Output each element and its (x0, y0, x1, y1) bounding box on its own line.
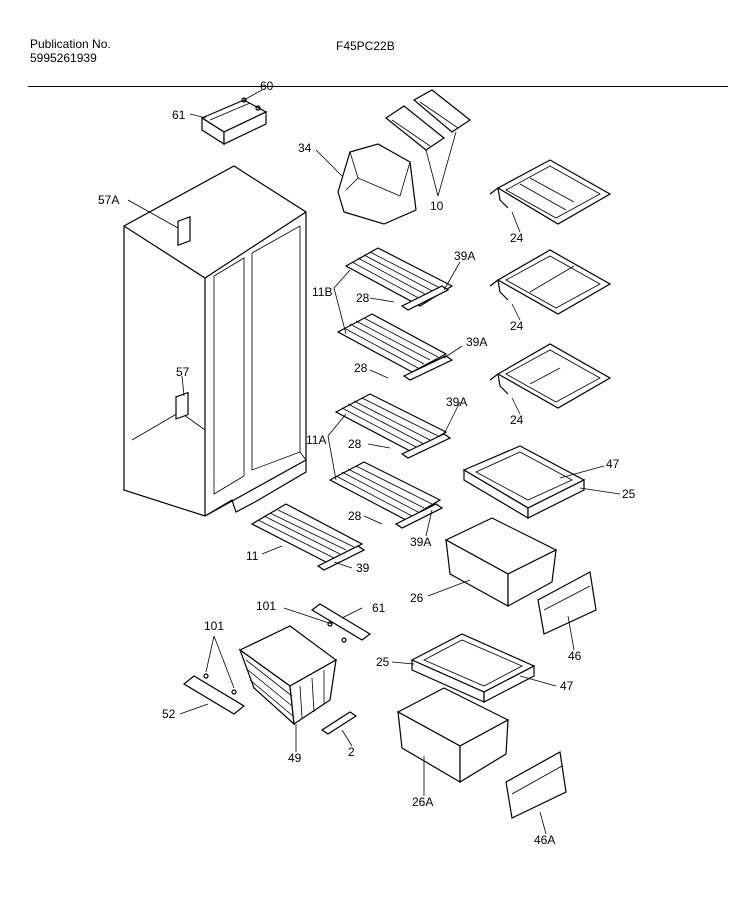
leader-lines (127, 89, 621, 835)
callout-10: 10 (430, 199, 444, 213)
callout-39: 39 (356, 561, 370, 575)
glass-shelf-24-top (489, 159, 612, 225)
callout-57: 57 (176, 365, 190, 379)
callout-46a: 46A (534, 833, 555, 847)
callout-39a-3: 39A (446, 395, 467, 409)
drawer-front-46a (505, 751, 567, 819)
glass-shelf-24-middle (489, 249, 612, 315)
callout-52: 52 (162, 707, 176, 721)
callout-46: 46 (568, 649, 582, 663)
callout-11a: 11A (306, 433, 326, 447)
callout-24-bottom: 24 (510, 413, 524, 427)
callout-25-upper: 25 (622, 487, 636, 501)
wire-shelf-11 (250, 503, 366, 571)
header-divider (28, 86, 728, 87)
callout-25-lower: 25 (376, 655, 390, 669)
crisper-cover-25-47-lower (410, 633, 536, 703)
wire-shelf-11b-lower (336, 313, 454, 381)
callout-39a-2: 39A (466, 335, 487, 349)
rail-61-lower (310, 603, 372, 643)
freezer-basket-49 (238, 625, 338, 726)
callout-61-lower: 61 (372, 601, 386, 615)
crisper-drawer-26a (396, 687, 510, 784)
callout-39a-1: 39A (454, 249, 475, 263)
crisper-cover-47-25-upper (462, 445, 586, 520)
callout-60: 60 (260, 79, 274, 93)
glass-shelf-24-bottom (489, 343, 612, 409)
callout-28-a: 28 (356, 291, 370, 305)
callout-11b: 11B (312, 285, 332, 299)
refrigerator-cabinet (123, 165, 307, 517)
wire-shelf-11b-upper (344, 247, 454, 311)
callout-2: 2 (348, 745, 355, 759)
bracket-52 (182, 673, 246, 715)
callout-47-lower: 47 (560, 679, 574, 693)
callout-28-c: 28 (348, 437, 362, 451)
callout-labels: 60 61 34 10 57A 24 24 24 39A 11B 28 39A … (98, 79, 636, 847)
callout-39a-4: 39A (410, 535, 431, 549)
door-bin-34 (337, 143, 417, 225)
callout-11: 11 (246, 549, 259, 563)
slide-2 (320, 711, 358, 735)
wire-shelf-11a-upper (334, 393, 452, 459)
callout-101-left: 101 (204, 619, 224, 633)
callout-28-d: 28 (348, 509, 362, 523)
control-module-60-61 (200, 97, 268, 146)
callout-24-top: 24 (510, 231, 524, 245)
publication-number: 5995261939 (30, 51, 97, 65)
callout-24-middle: 24 (510, 319, 524, 333)
wire-shelf-11a-lower (328, 461, 444, 529)
model-number: F45PC22B (336, 39, 395, 53)
callout-101-top: 101 (256, 599, 276, 613)
callout-61: 61 (172, 108, 186, 122)
callout-26a: 26A (412, 795, 433, 809)
crisper-drawer-26 (444, 517, 558, 608)
callout-47-upper: 47 (606, 457, 620, 471)
callout-34: 34 (298, 141, 312, 155)
callout-26: 26 (410, 591, 424, 605)
callout-49: 49 (288, 751, 302, 765)
callout-57a: 57A (98, 193, 119, 207)
ice-trays-10 (384, 89, 472, 151)
drawer-front-46 (537, 571, 597, 635)
publication-label: Publication No. (30, 37, 111, 51)
callout-28-b: 28 (354, 361, 368, 375)
